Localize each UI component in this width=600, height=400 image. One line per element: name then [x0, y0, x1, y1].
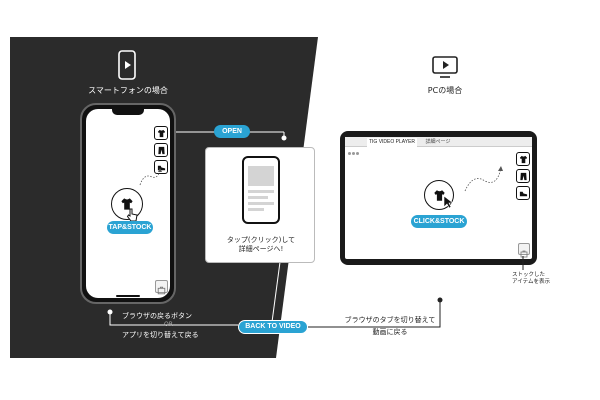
open-label: OPEN [214, 125, 250, 138]
smartphone-back-or: OR [164, 320, 173, 328]
shoe-icon[interactable] [154, 160, 168, 174]
pc-back-line-1: ブラウザのタブを切り替えて [344, 316, 436, 324]
pc-back-line [308, 302, 441, 328]
back-to-video-label: BACK TO VIDEO [238, 320, 308, 334]
cursor-arrow-icon [443, 195, 454, 209]
detail-caption-line-2: 詳細ページへ! [238, 245, 284, 254]
pc-back-instructions: ブラウザのタブを切り替えて 動画に戻る [340, 316, 440, 337]
browser-tab-bar: TIG VIDEO PLAYER 詳細ページ [345, 137, 532, 155]
stock-note-line-2: アイテムを表示 [512, 279, 550, 286]
tap-target[interactable] [111, 188, 143, 220]
stock-box-icon[interactable] [518, 243, 530, 258]
detail-page-card: タップ(クリック)して 詳細ページへ! [205, 147, 315, 263]
open-line-end [281, 135, 287, 141]
click-stock-label: CLICK&STOCK [411, 215, 467, 228]
pants-icon[interactable] [516, 169, 530, 183]
smartphone-heading: スマートフォンの場合 [88, 86, 168, 95]
window-controls [348, 140, 362, 155]
tap-stock-label: TAP&STOCK [107, 221, 153, 234]
home-indicator [116, 295, 140, 297]
tshirt-icon[interactable] [516, 152, 530, 166]
detail-caption-line-1: タップ(クリック)して [226, 236, 296, 244]
tshirt-icon [121, 198, 133, 210]
stock-box-icon[interactable] [155, 280, 168, 295]
detail-phone-illustration [242, 156, 280, 224]
smartphone-back-line-2: アプリを切り替えて戻る [122, 331, 199, 340]
phone-back-line [109, 310, 238, 326]
stock-note: ストックした アイテムを表示 [512, 272, 576, 287]
phone-notch [112, 109, 144, 115]
pc-device: TIG VIDEO PLAYER 詳細ページ CLICK&STOCK [340, 131, 537, 265]
detail-down-line [271, 261, 281, 323]
pants-icon[interactable] [154, 143, 168, 157]
stock-note-line-1: ストックした [512, 272, 546, 278]
shoe-icon[interactable] [516, 186, 530, 200]
smartphone-screen: TAP&STOCK [86, 109, 170, 298]
pc-back-line-2: 動画に戻る [372, 327, 408, 336]
smartphone-back-instructions: ブラウザの戻るボタン OR アプリを切り替えて戻る [122, 312, 232, 340]
detail-caption: タップ(クリック)して 詳細ページへ! [206, 236, 316, 255]
smartphone-back-line-1: ブラウザの戻るボタン [122, 312, 192, 320]
smartphone-play-icon [118, 50, 136, 80]
pc-heading: PCの場合 [427, 86, 463, 95]
stock-note-pointer [522, 256, 524, 270]
browser-tab-detail[interactable]: 詳細ページ [425, 139, 451, 145]
curved-arrow-icon [464, 166, 503, 192]
tshirt-icon [433, 189, 445, 201]
monitor-play-icon [432, 56, 458, 78]
browser-tab-video[interactable]: TIG VIDEO PLAYER [367, 138, 417, 147]
curved-arrow-icon [139, 168, 162, 186]
smartphone-device: TAP&STOCK [80, 103, 176, 304]
pc-screen: TIG VIDEO PLAYER 詳細ページ CLICK&STOCK [345, 137, 532, 259]
tshirt-icon[interactable] [154, 126, 168, 140]
